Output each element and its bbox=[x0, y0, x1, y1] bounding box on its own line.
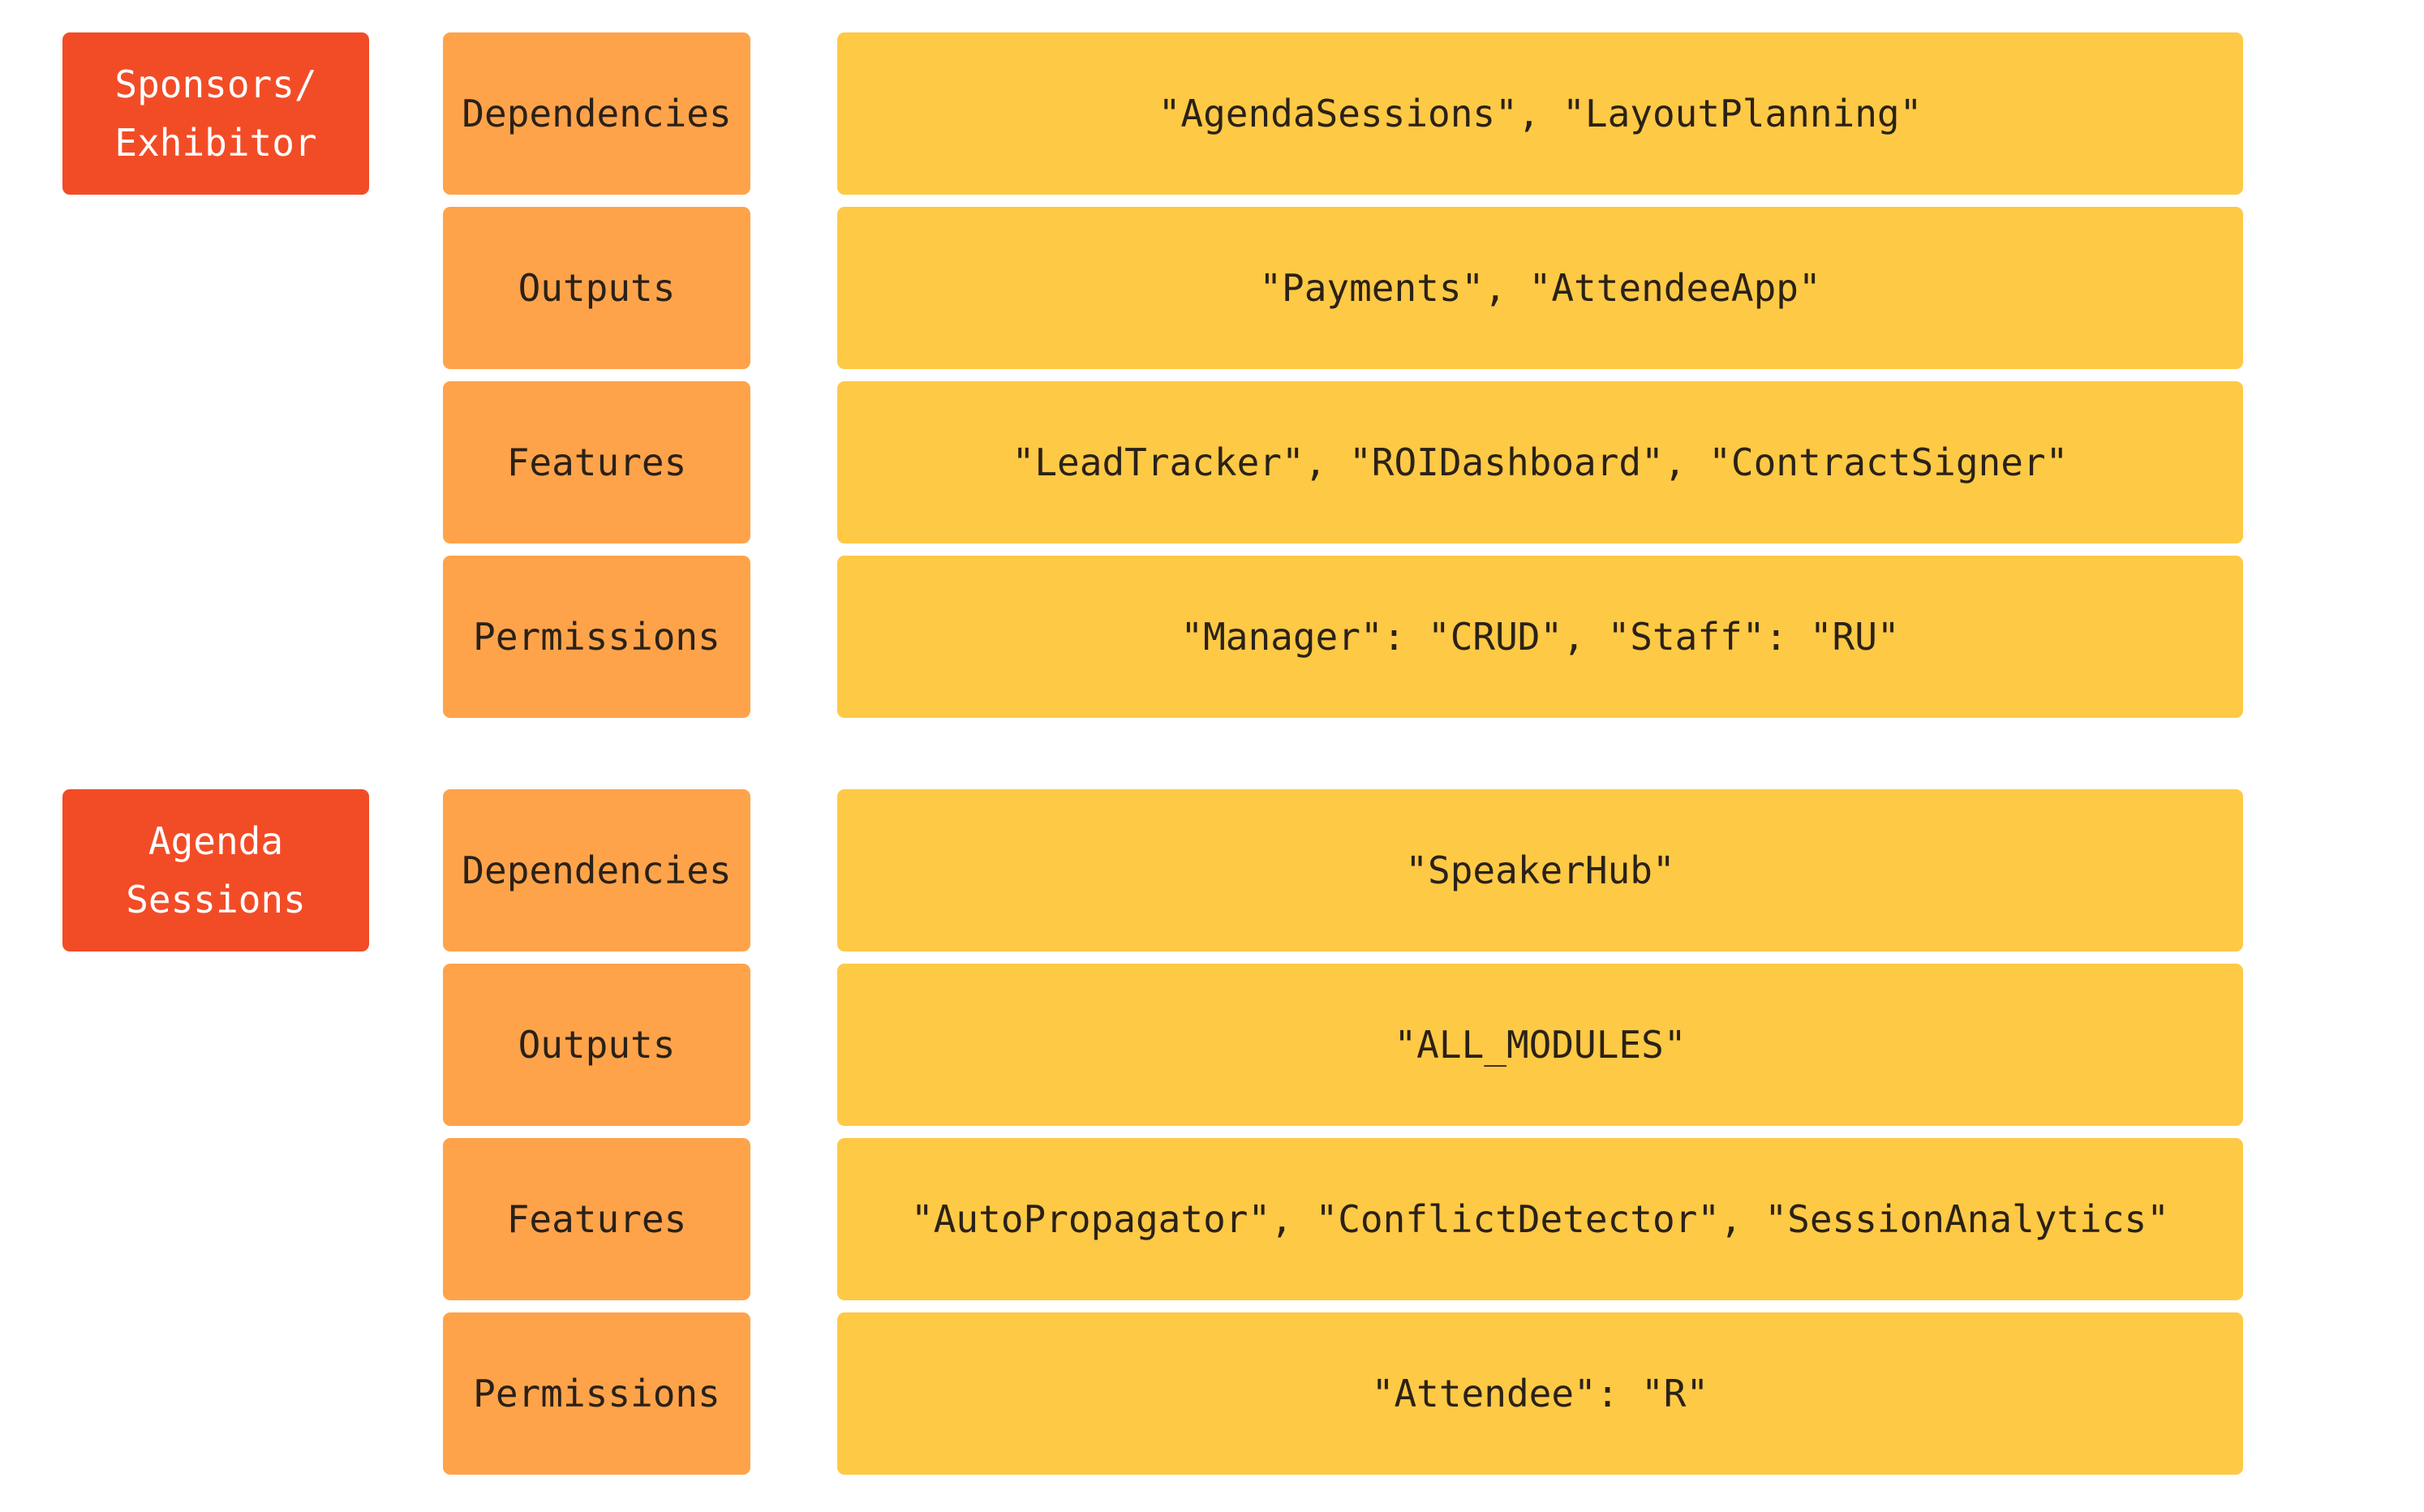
value-label: "ALL_MODULES" bbox=[1394, 1023, 1687, 1067]
module-title: Agenda Sessions bbox=[126, 819, 306, 921]
value-label: "Payments", "AttendeeApp" bbox=[1259, 266, 1821, 310]
value-outputs: "ALL_MODULES" bbox=[837, 964, 2243, 1126]
value-features: "LeadTracker", "ROIDashboard", "Contract… bbox=[837, 381, 2243, 543]
value-label: "Attendee": "R" bbox=[1371, 1372, 1709, 1415]
value-dependencies: "AgendaSessions", "LayoutPlanning" bbox=[837, 32, 2243, 195]
value-label: "AgendaSessions", "LayoutPlanning" bbox=[1158, 92, 1923, 135]
value-label: "Manager": "CRUD", "Staff": "RU" bbox=[1180, 615, 1900, 659]
module-agenda-sessions: Agenda Sessions bbox=[62, 789, 369, 951]
key-features: Features bbox=[443, 381, 750, 543]
value-label: "LeadTracker", "ROIDashboard", "Contract… bbox=[1012, 440, 2069, 484]
value-permissions: "Attendee": "R" bbox=[837, 1312, 2243, 1475]
key-outputs: Outputs bbox=[443, 207, 750, 369]
key-label: Dependencies bbox=[462, 848, 732, 892]
key-label: Features bbox=[506, 440, 687, 484]
value-outputs: "Payments", "AttendeeApp" bbox=[837, 207, 2243, 369]
value-label: "SpeakerHub" bbox=[1405, 848, 1675, 892]
value-features: "AutoPropagator", "ConflictDetector", "S… bbox=[837, 1138, 2243, 1300]
key-permissions: Permissions bbox=[443, 1312, 750, 1475]
key-label: Permissions bbox=[473, 1372, 720, 1415]
key-dependencies: Dependencies bbox=[443, 32, 750, 195]
key-outputs: Outputs bbox=[443, 964, 750, 1126]
key-label: Outputs bbox=[518, 1023, 676, 1067]
key-label: Features bbox=[506, 1197, 687, 1241]
key-label: Permissions bbox=[473, 615, 720, 659]
key-label: Outputs bbox=[518, 266, 676, 310]
key-features: Features bbox=[443, 1138, 750, 1300]
module-title: Sponsors/ Exhibitor bbox=[114, 62, 317, 165]
key-label: Dependencies bbox=[462, 92, 732, 135]
value-permissions: "Manager": "CRUD", "Staff": "RU" bbox=[837, 556, 2243, 718]
module-sponsors-exhibitor: Sponsors/ Exhibitor bbox=[62, 32, 369, 195]
key-permissions: Permissions bbox=[443, 556, 750, 718]
value-dependencies: "SpeakerHub" bbox=[837, 789, 2243, 951]
key-dependencies: Dependencies bbox=[443, 789, 750, 951]
value-label: "AutoPropagator", "ConflictDetector", "S… bbox=[911, 1197, 2169, 1241]
